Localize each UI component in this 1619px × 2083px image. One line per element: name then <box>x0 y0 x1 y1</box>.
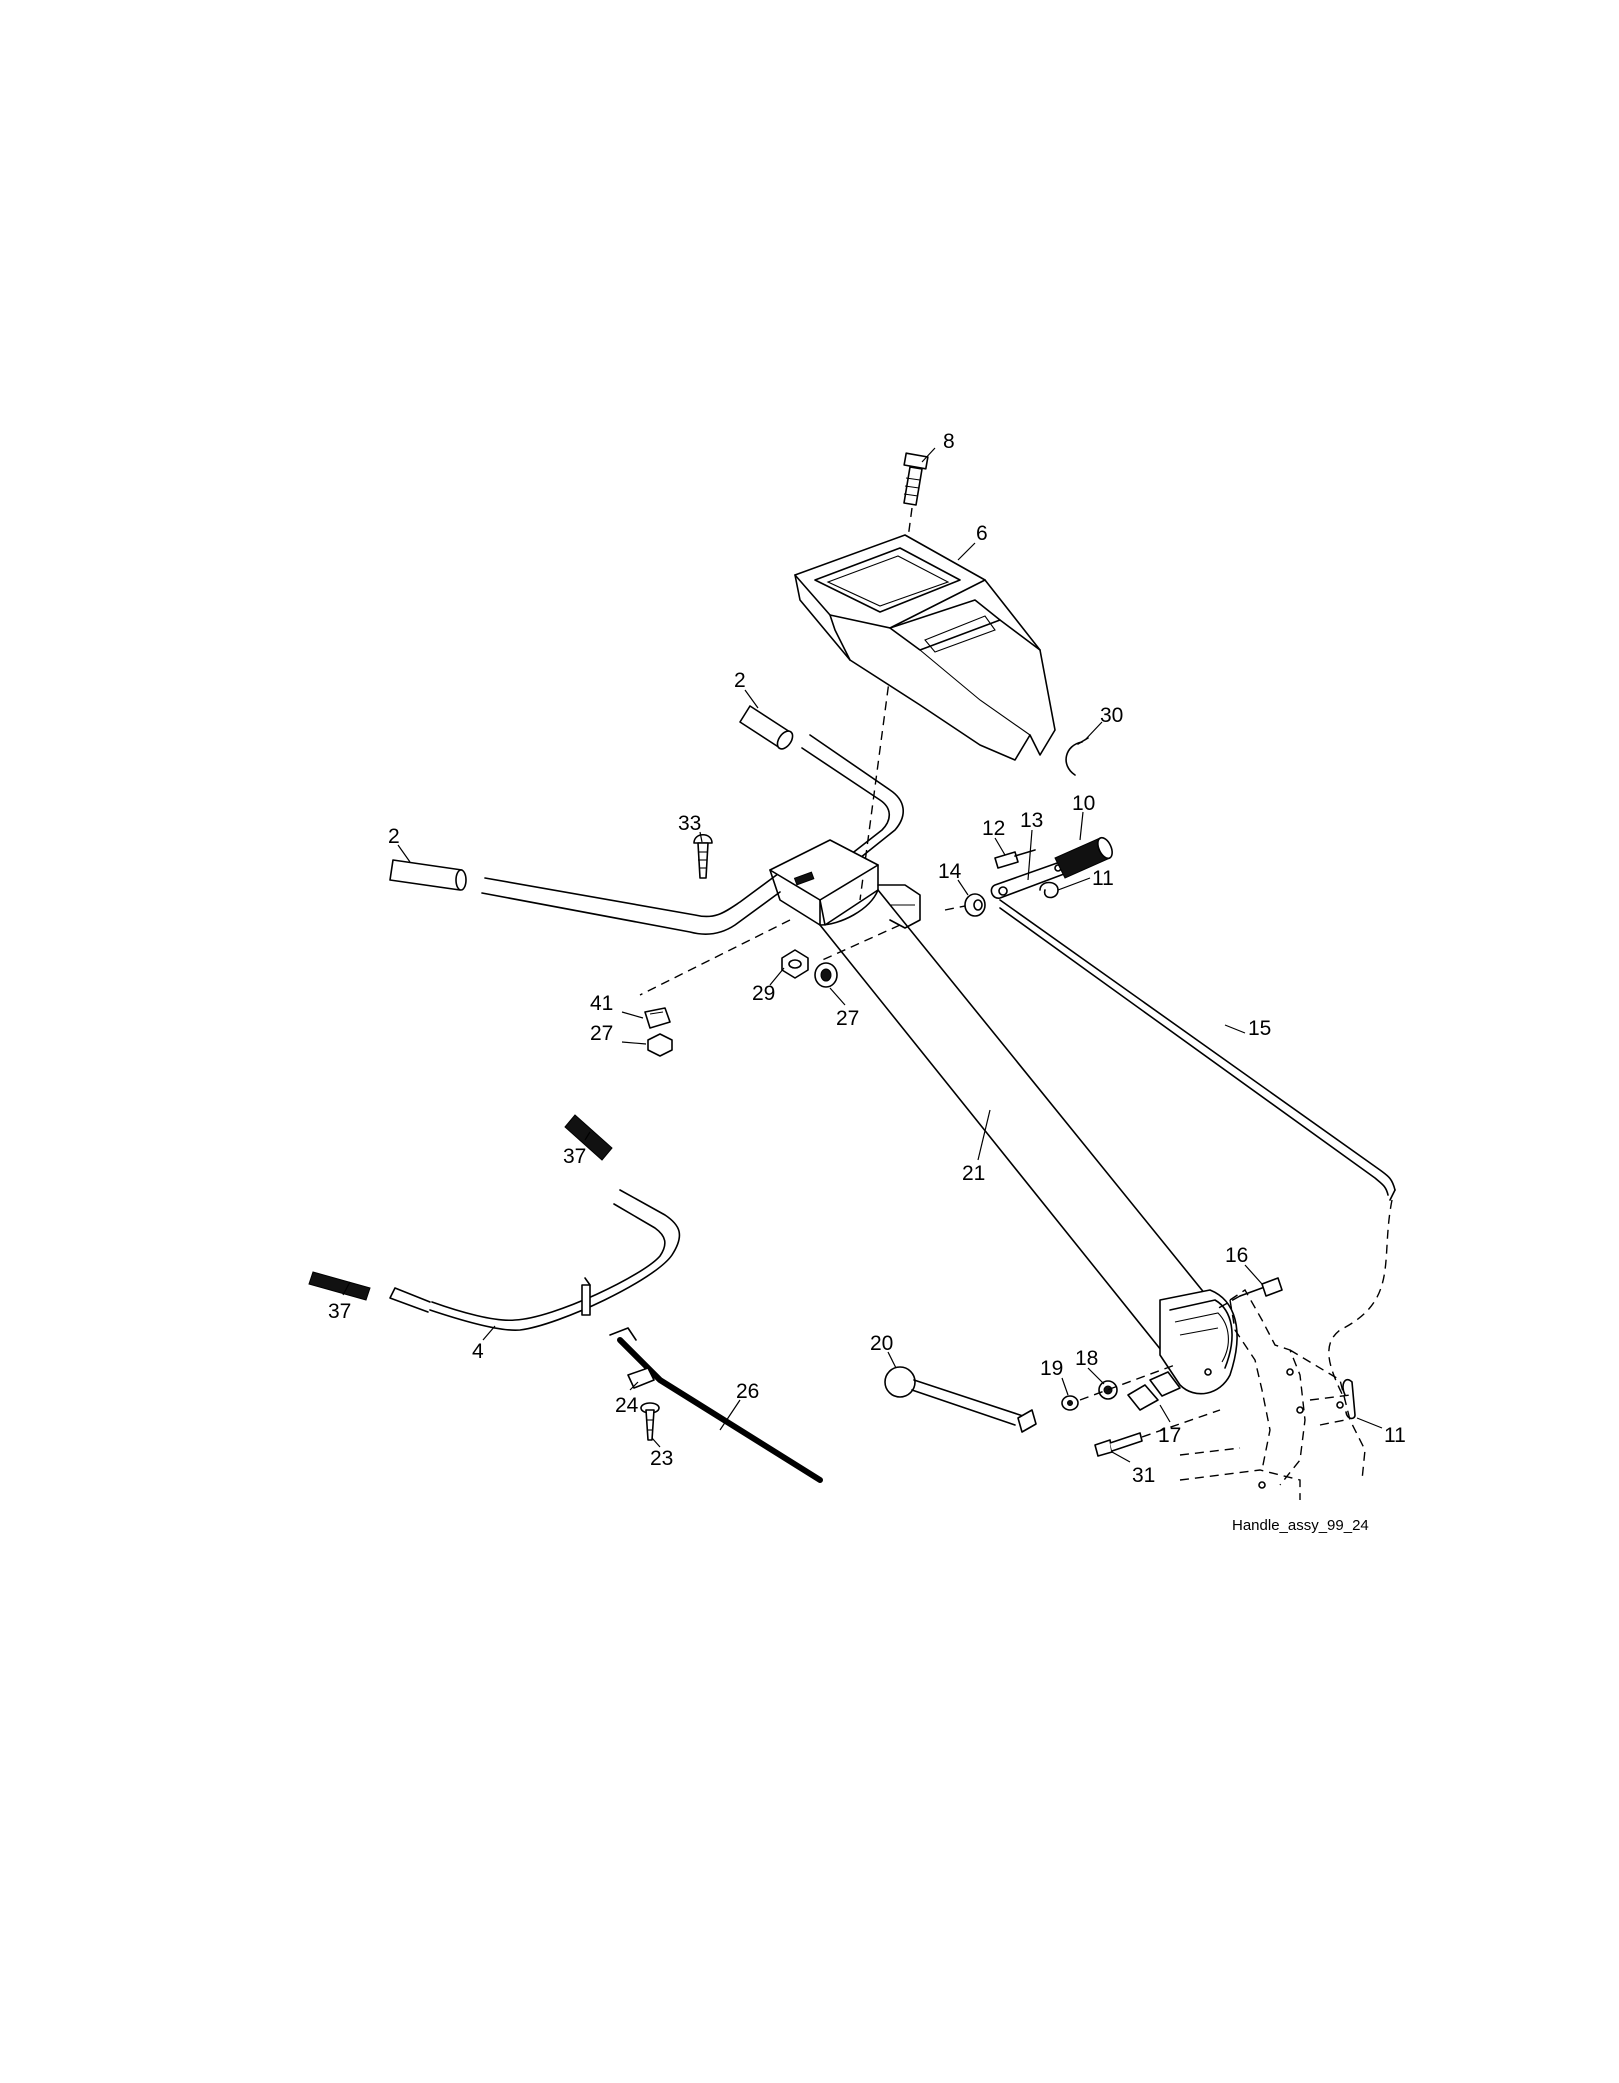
callout-27-left: 27 <box>590 1022 613 1045</box>
part-16-bolt <box>1239 1277 1283 1297</box>
callout-18: 18 <box>1075 1347 1098 1370</box>
part-24-cable-clamp <box>627 1367 655 1389</box>
part-11-hairpin-upper <box>1039 881 1059 899</box>
callout-8: 8 <box>943 430 955 453</box>
part-15-control-rod <box>999 899 1396 1201</box>
callout-24: 24 <box>615 1394 639 1417</box>
part-2-grip-upper <box>739 705 794 750</box>
callout-2-left: 2 <box>388 825 400 848</box>
part-8-bolt <box>903 452 929 506</box>
part-30-clip <box>1065 741 1083 776</box>
callout-23: 23 <box>650 1447 673 1470</box>
callout-2-upper: 2 <box>734 669 746 692</box>
part-29-nut <box>781 949 809 979</box>
part-12-bolt <box>994 849 1036 869</box>
part-31-bolt <box>1094 1432 1143 1457</box>
part-10-knob <box>1054 836 1113 879</box>
callout-31: 31 <box>1132 1464 1155 1487</box>
part-19-washer <box>1061 1395 1079 1411</box>
callout-11-upper: 11 <box>1092 867 1114 890</box>
part-33-carriage-bolt <box>693 833 713 879</box>
callout-13: 13 <box>1020 809 1043 832</box>
part-17-spacer-blocks <box>1127 1371 1181 1411</box>
handle-mount-bracket <box>769 839 921 929</box>
callout-41: 41 <box>590 992 613 1015</box>
callout-30: 30 <box>1100 704 1123 727</box>
part-21-main-tube <box>819 889 1238 1395</box>
part-37-grip-top <box>564 1114 613 1161</box>
part-6-console-cover <box>794 534 1056 761</box>
callout-20: 20 <box>870 1332 893 1355</box>
callout-17: 17 <box>1158 1424 1181 1447</box>
part-18-nut <box>1098 1380 1118 1400</box>
part-27-nut-left <box>647 1033 673 1057</box>
part-20-shift-lever <box>884 1366 1037 1433</box>
upper-handle-bar <box>481 734 904 935</box>
callout-33: 33 <box>678 812 701 835</box>
part-37-grip-left <box>308 1271 371 1301</box>
drawing-caption: Handle_assy_99_24 <box>1232 1517 1369 1534</box>
leader-lines <box>342 447 1383 1463</box>
callout-37-top: 37 <box>563 1145 586 1168</box>
tiller-frame-phantom <box>1179 1289 1366 1500</box>
callout-4: 4 <box>472 1340 484 1363</box>
part-26-cable <box>609 1327 823 1483</box>
callout-27-center: 27 <box>836 1007 859 1030</box>
part-2-grip-left <box>389 859 467 891</box>
callout-37-left: 37 <box>328 1300 351 1323</box>
part-23-screw <box>640 1402 660 1441</box>
part-11-hairpin-lower <box>1342 1378 1356 1420</box>
callout-21: 21 <box>962 1162 985 1185</box>
callout-11-lower: 11 <box>1384 1424 1406 1447</box>
callout-29: 29 <box>752 982 775 1005</box>
callout-14: 14 <box>938 860 962 883</box>
callout-26: 26 <box>736 1380 759 1403</box>
callout-15: 15 <box>1248 1017 1271 1040</box>
part-27-nut-center <box>814 962 838 988</box>
callout-12: 12 <box>982 817 1005 840</box>
callout-labels: 8 6 2 30 2 33 12 13 10 14 11 41 29 27 27… <box>328 430 1406 1487</box>
callout-10: 10 <box>1072 792 1095 815</box>
callout-16: 16 <box>1225 1244 1248 1267</box>
callout-6: 6 <box>976 522 988 545</box>
part-41-clip <box>644 1007 671 1029</box>
callout-19: 19 <box>1040 1357 1063 1380</box>
part-14-spacer <box>964 893 986 917</box>
part-4-lower-bar <box>389 1189 681 1331</box>
